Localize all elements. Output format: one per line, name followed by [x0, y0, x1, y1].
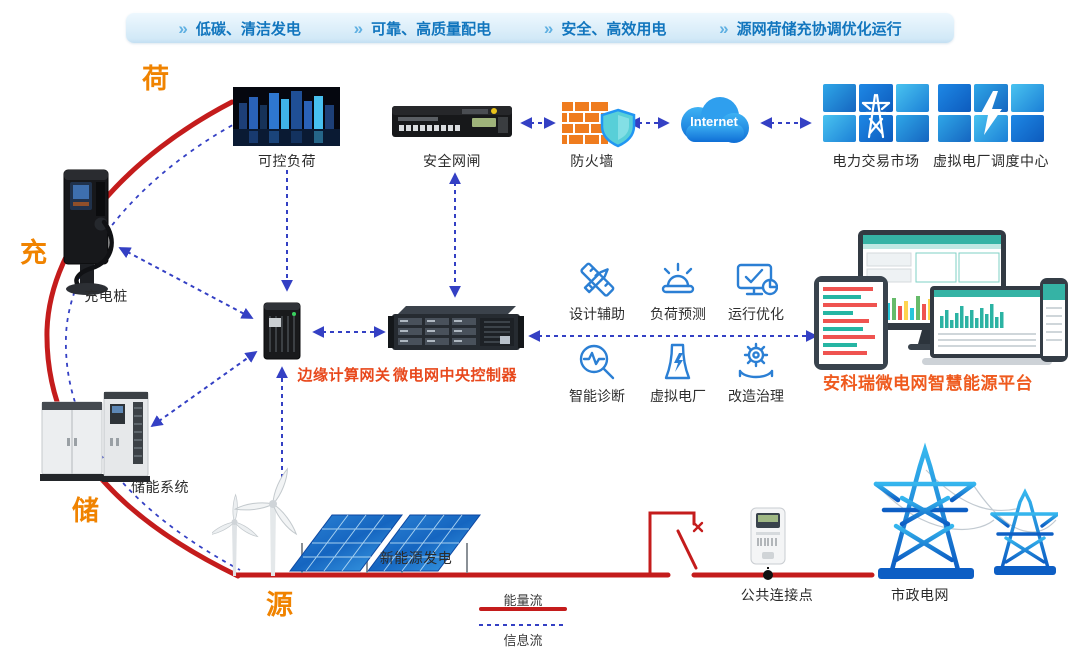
info-flow-arc: [65, 120, 241, 571]
charging-pile-device: [50, 168, 126, 296]
energy-flow-arc: [44, 99, 241, 579]
municipal-grid-label: 市政电网: [891, 587, 949, 603]
storage-system-label: 储能系统: [131, 479, 189, 495]
edge-gateway-label: 边缘计算网关: [297, 367, 391, 384]
banner-item-coordinated-operation: » 源网荷储充协调优化运行: [719, 18, 902, 38]
chevron-icon: »: [353, 18, 364, 38]
security-gateway-device: [392, 103, 512, 141]
function-label-forecast: 负荷预测: [650, 306, 706, 322]
design-assist-icon: [575, 258, 619, 302]
solar-panels: [272, 503, 506, 579]
platform-label: 安科瑞微电网智慧能源平台: [823, 374, 1033, 393]
controllable-load-label: 可控负荷: [258, 153, 316, 169]
vpp-dispatch-center-label: 虚拟电厂调度中心: [933, 153, 1049, 169]
pcc-meter-device: [748, 506, 788, 568]
chevron-icon: »: [178, 18, 188, 38]
vpp-dispatch-center-screen: [938, 84, 1044, 142]
firewall-label: 防火墙: [570, 153, 614, 169]
top-banner: » 低碳、清洁发电 » 可靠、高质量配电 » 安全、高效用电 » 源网荷储充协调…: [126, 13, 954, 43]
chevron-icon: »: [719, 18, 729, 38]
banner-item-safe-consumption: » 安全、高效用电: [543, 18, 667, 38]
chevron-icon: »: [543, 18, 554, 38]
legend-info-flow-label: 信息流: [503, 633, 543, 648]
municipal-grid-towers: [862, 440, 1058, 582]
section-label-storage: 储: [72, 496, 99, 526]
storage-system-device: [40, 390, 150, 486]
internet-cloud-icon: Internet: [674, 94, 754, 152]
banner-item-clean-generation: » 低碳、清洁发电: [178, 18, 301, 38]
edge-gateway-device: [260, 300, 304, 362]
charging-pile-label: 充电桩: [84, 288, 128, 304]
function-label-optimize: 运行优化: [728, 306, 784, 322]
platform-devices: [812, 230, 1070, 372]
renewable-generation-label: 新能源发电: [379, 550, 453, 566]
arrow-storage-gateway: [150, 350, 258, 428]
wind-turbines: [212, 466, 344, 578]
pcc-junction-dot: [763, 570, 773, 580]
security-gateway-label: 安全网闸: [423, 153, 481, 169]
section-label-load: 荷: [142, 64, 169, 94]
smart-diagnosis-icon: [575, 340, 619, 384]
section-label-source: 源: [266, 590, 293, 620]
arrow-pile-gateway: [118, 247, 254, 319]
section-label-charge: 充: [20, 238, 47, 268]
function-label-diagnosis: 智能诊断: [569, 388, 625, 404]
transmission-tower-icon: [861, 93, 891, 139]
function-label-retrofit: 改造治理: [728, 388, 784, 404]
internet-label: Internet: [690, 114, 738, 129]
legend-energy-flow-line: [479, 607, 567, 611]
breaker-switch-icon: [648, 511, 704, 576]
virtual-power-plant-icon: [656, 340, 700, 384]
legend-energy-flow-label: 能量流: [503, 593, 543, 608]
pcc-label: 公共连接点: [740, 587, 814, 603]
function-label-vpp: 虚拟电厂: [650, 388, 706, 404]
power-trading-market-label: 电力交易市场: [832, 153, 920, 169]
function-label-design: 设计辅助: [569, 306, 625, 322]
lightning-bolt-icon: [980, 91, 1002, 135]
retrofit-governance-icon: [734, 340, 778, 384]
power-trading-market-screen: [823, 84, 929, 142]
banner-item-reliable-distribution: » 可靠、高质量配电: [353, 18, 492, 38]
operation-optimization-icon: [734, 258, 778, 302]
load-forecast-icon: [656, 256, 700, 300]
controllable-load-image: [233, 87, 340, 146]
legend-info-flow-line: [479, 624, 567, 626]
central-controller-device: [388, 302, 524, 356]
firewall-icon: [560, 96, 636, 150]
central-controller-label: 微电网中央控制器: [392, 367, 518, 384]
